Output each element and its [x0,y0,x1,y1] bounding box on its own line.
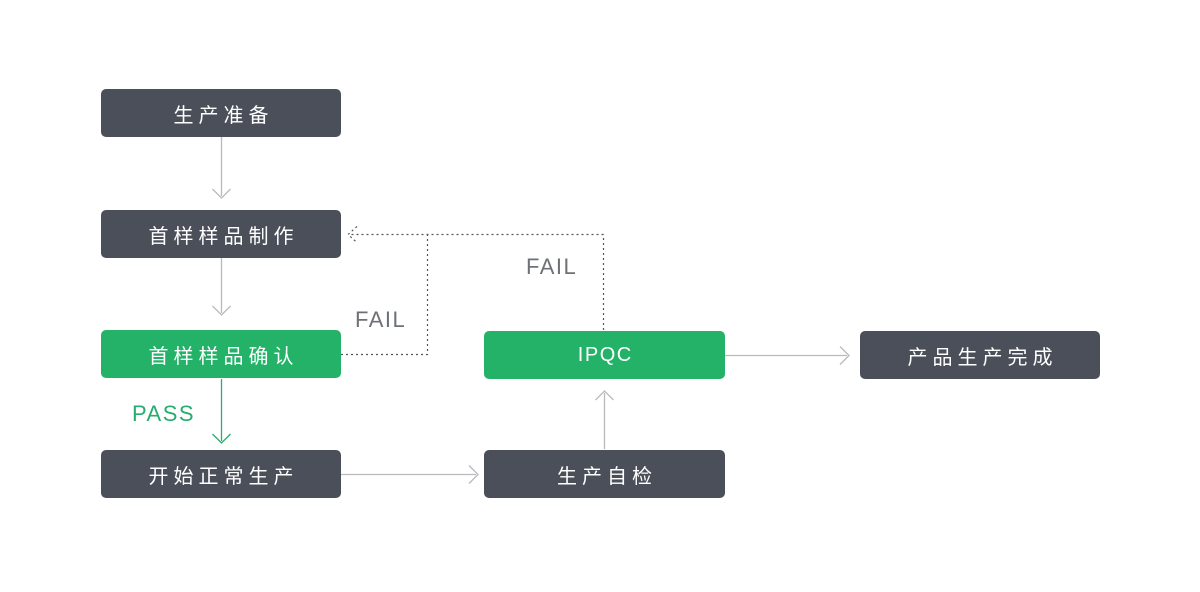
arrow-sample-make-to-confirm [212,258,231,316]
node-start-normal-production: 开始正常生产 [101,450,341,498]
node-production-prep: 生产准备 [101,89,341,137]
arrow-self-check-to-ipqc [595,390,614,449]
dotted-fail-path-from-confirm [341,234,429,356]
dotted-fail-path-to-sample-make [347,226,604,243]
edge-label-fail-ipqc: FAIL [526,254,578,279]
node-label: 生产准备 [173,104,274,127]
node-label: 开始正常生产 [148,465,299,488]
node-label: 首样样品确认 [148,345,299,368]
node-label: 首样样品制作 [148,225,299,248]
node-product-complete: 产品生产完成 [860,331,1100,379]
edge-label-pass: PASS [132,401,196,426]
arrow-ipqc-to-complete [725,346,850,365]
node-production-self-check: 生产自检 [484,450,725,498]
node-first-sample-confirm: 首样样品确认 [101,330,341,378]
node-ipqc: IPQC [484,331,725,379]
node-label: IPQC [577,343,633,366]
node-label: 产品生产完成 [907,346,1058,369]
arrow-confirm-to-normal-production [212,379,231,444]
node-first-sample-make: 首样样品制作 [101,210,341,258]
node-label: 生产自检 [557,465,657,488]
edge-label-fail-confirm: FAIL [355,307,407,332]
arrow-normal-production-to-self-check [341,465,479,484]
arrow-prep-to-sample-make [212,137,231,199]
